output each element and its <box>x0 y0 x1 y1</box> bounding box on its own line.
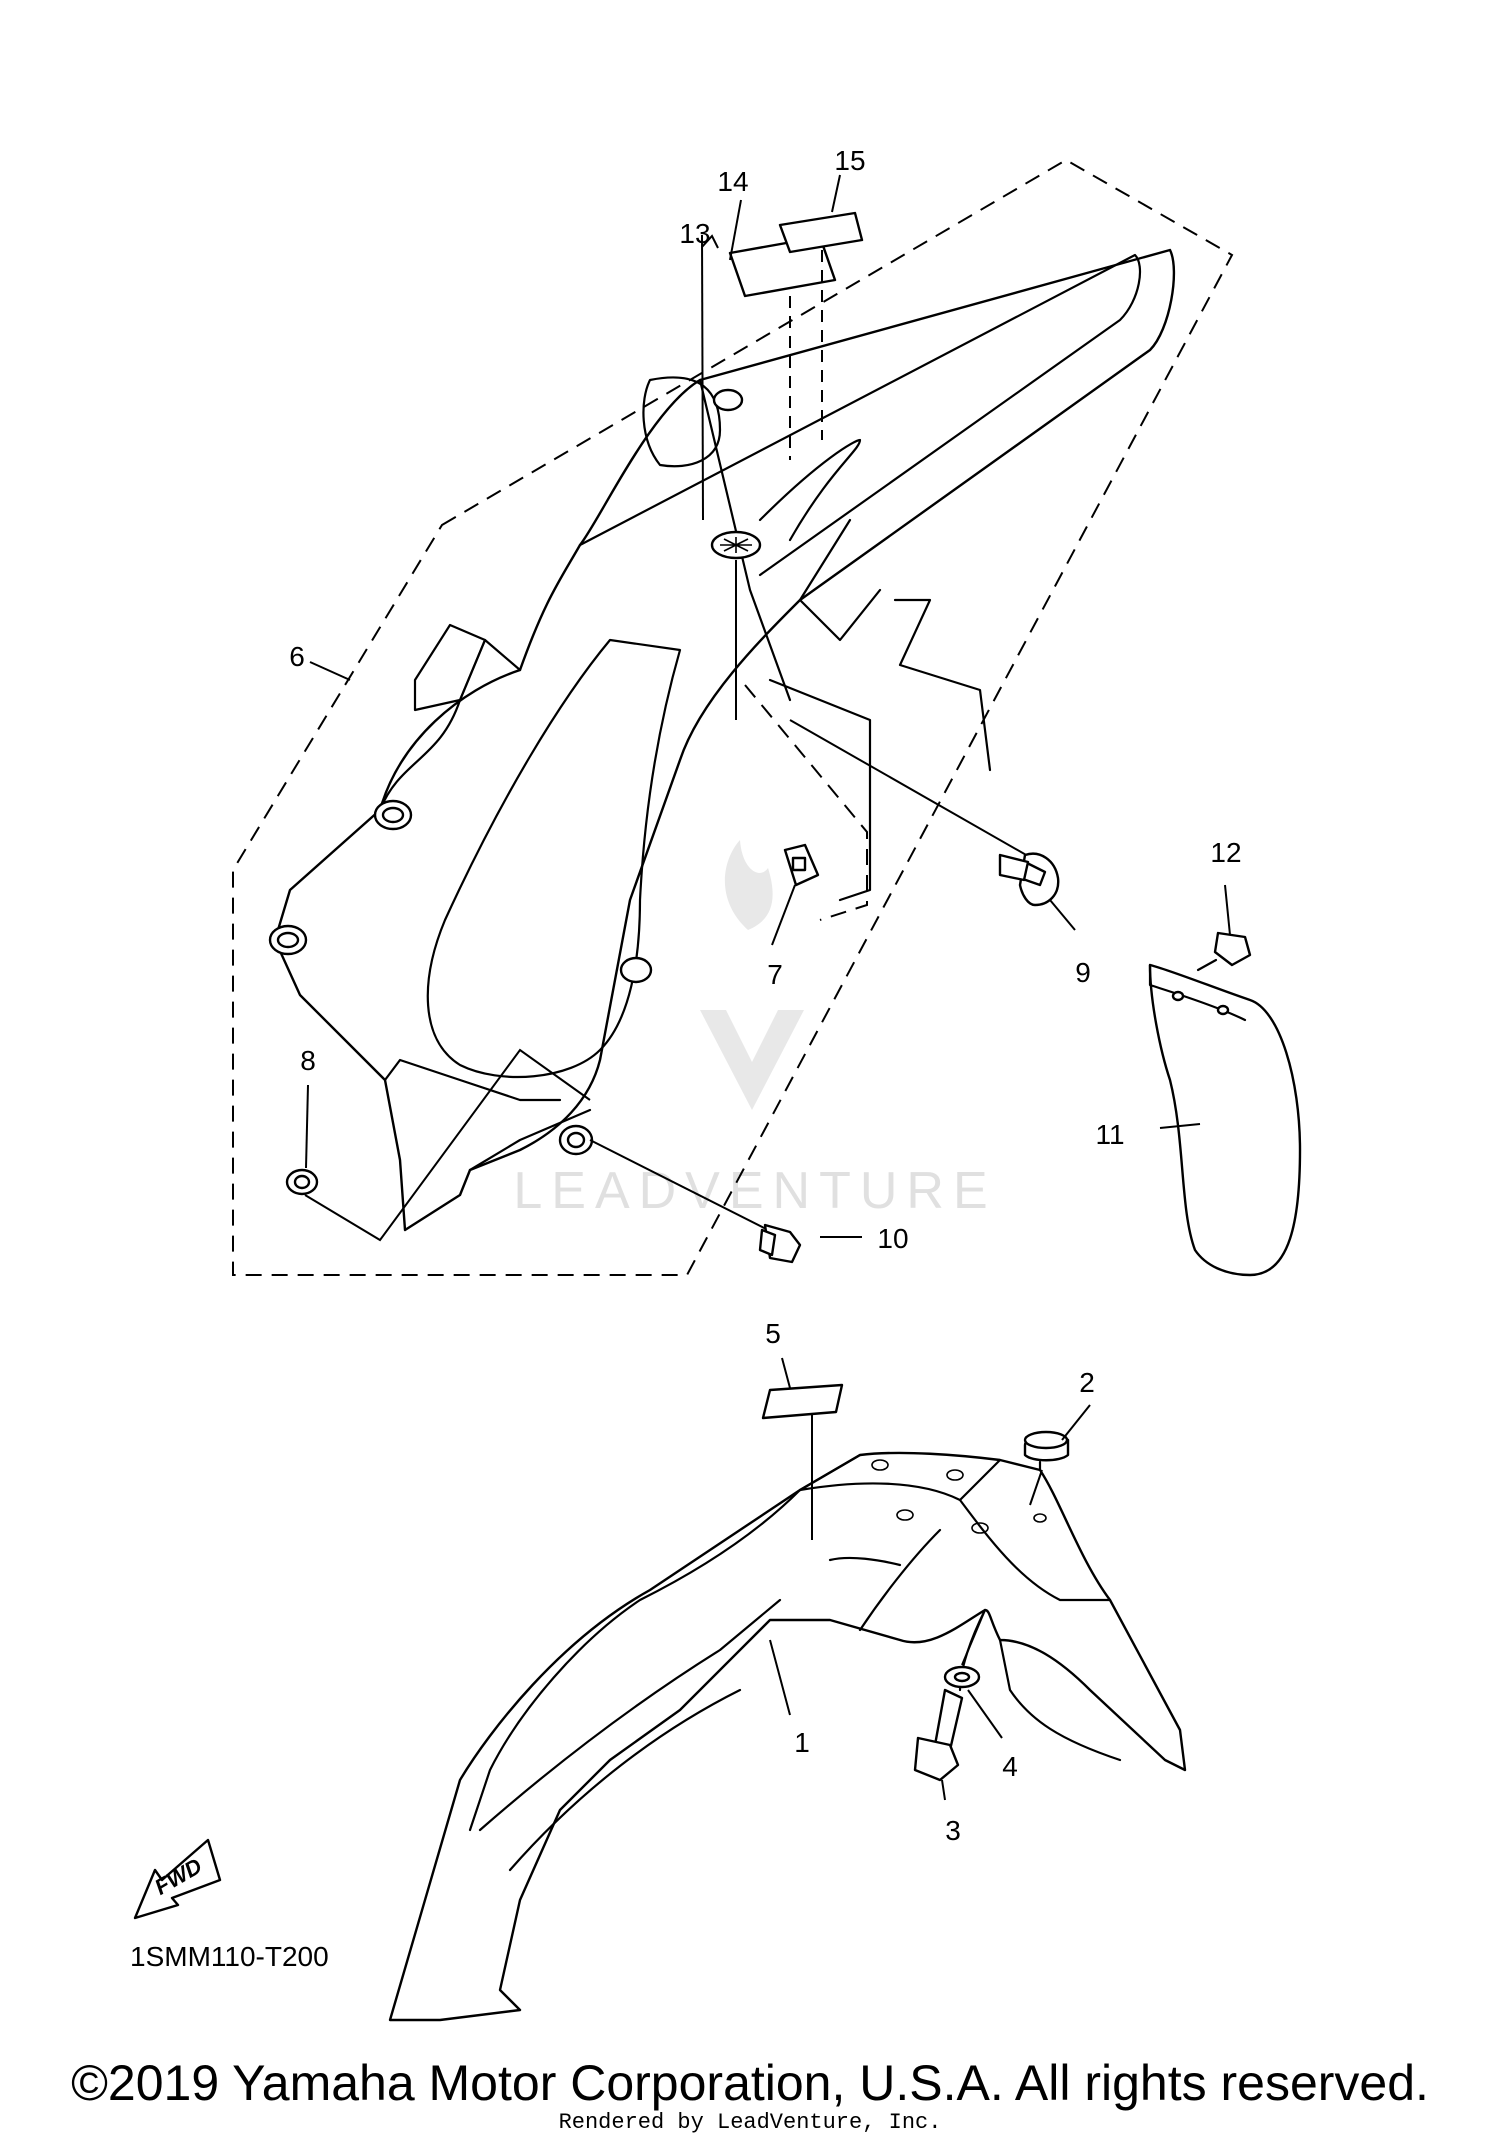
washer-4 <box>943 1609 986 1689</box>
diagram-code: 1SMM110-T200 <box>130 1941 329 1972</box>
callout-6: 6 <box>289 641 305 672</box>
mud-flap-11 <box>1148 963 1302 1277</box>
callout-12: 12 <box>1210 837 1241 868</box>
top-decals <box>710 211 864 720</box>
clip-nut-7 <box>744 684 868 921</box>
front-fender <box>388 1451 1187 2022</box>
callout-3: 3 <box>945 1815 961 1846</box>
callout-1: 1 <box>794 1727 810 1758</box>
decal-5 <box>761 1383 844 1540</box>
bolt-9 <box>789 719 1060 907</box>
screw-12 <box>1196 931 1252 972</box>
bolt-10 <box>589 1139 802 1264</box>
grommet-2 <box>1023 1430 1070 1506</box>
callout-10: 10 <box>877 1223 908 1254</box>
copyright-text: ©2019 Yamaha Motor Corporation, U.S.A. A… <box>71 2055 1429 2111</box>
callout-8: 8 <box>300 1045 316 1076</box>
rendered-by-text: Rendered by LeadVenture, Inc. <box>559 2110 942 2135</box>
callout-14: 14 <box>717 166 748 197</box>
callout-11: 11 <box>1095 1119 1124 1150</box>
fwd-arrow-icon: FWD <box>133 1838 222 1920</box>
callout-5: 5 <box>765 1318 781 1349</box>
rear-fender <box>268 248 1176 1232</box>
callout-numbers: 1 2 3 4 5 6 7 8 9 10 11 12 13 14 15 <box>289 145 1241 1846</box>
callout-7: 7 <box>767 959 783 990</box>
callout-2: 2 <box>1079 1367 1095 1398</box>
bolt-3 <box>913 1688 964 1782</box>
decal-15 <box>778 211 864 254</box>
callout-13: 13 <box>679 218 710 249</box>
callout-9: 9 <box>1075 957 1091 988</box>
grommet-8 <box>285 1048 591 1242</box>
watermark-text: LEADVENTURE <box>513 1162 996 1220</box>
callout-4: 4 <box>1002 1751 1018 1782</box>
watermark: LEADVENTURE <box>513 840 996 1220</box>
leader-lines <box>305 174 1231 1801</box>
callout-15: 15 <box>834 145 865 176</box>
